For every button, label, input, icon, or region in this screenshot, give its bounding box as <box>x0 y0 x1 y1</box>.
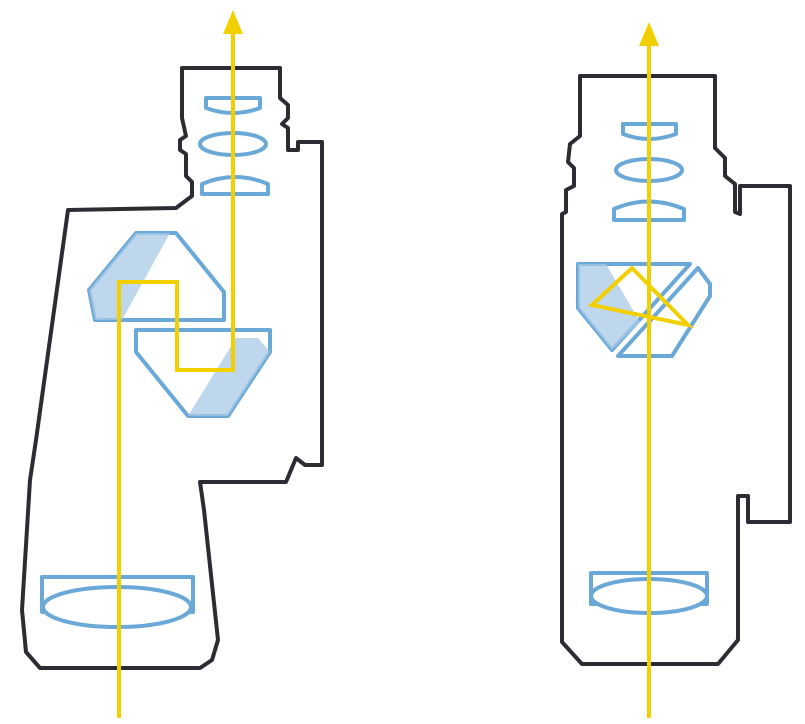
roof-light-path <box>587 22 695 718</box>
upper-prism-shading <box>89 233 170 320</box>
porro-light-path <box>117 10 243 718</box>
roof-binocular <box>560 22 792 718</box>
roof-ray-arrowhead <box>639 22 659 46</box>
porro-prism-lower <box>134 328 272 418</box>
porro-binocular <box>20 10 324 718</box>
porro-ray <box>117 30 235 718</box>
roof-ray-triangle <box>587 265 695 329</box>
porro-prism-upper <box>87 231 226 322</box>
porro-ray-arrowhead <box>223 10 243 34</box>
lower-prism-shading <box>188 338 270 416</box>
roof-housing <box>560 74 792 666</box>
